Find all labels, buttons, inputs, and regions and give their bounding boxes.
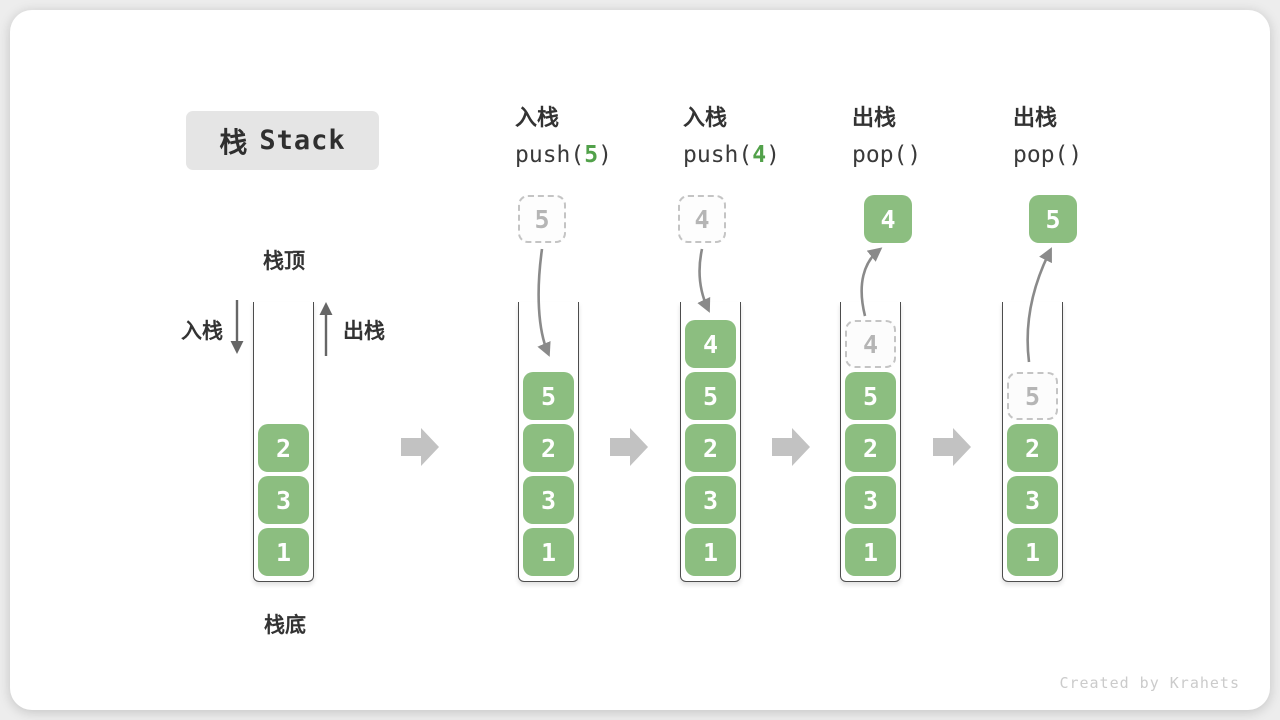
ghost-cell: 5: [1007, 372, 1058, 420]
op-code-arg: 5: [584, 142, 599, 168]
title-cn: 栈: [219, 125, 248, 159]
stack-cell: 3: [1007, 476, 1058, 524]
stack-cell: 2: [523, 424, 574, 472]
op-code-pre: push(: [683, 142, 753, 168]
stack-cell: 1: [258, 528, 309, 576]
stack-top-label: 栈顶: [263, 249, 305, 273]
op-code-post: ): [1068, 142, 1083, 168]
op-action-label: 入栈: [683, 106, 728, 131]
op-code-arg: 4: [752, 142, 767, 168]
stack-cell: 3: [685, 476, 736, 524]
pop-side-label: 出栈: [343, 319, 385, 343]
op-action-label: 入栈: [515, 106, 560, 131]
ghost-cell: 4: [845, 320, 896, 368]
op-code: push(5): [515, 141, 612, 169]
op-code: pop(): [852, 141, 921, 169]
stack-after-pop-4: [840, 302, 901, 582]
stack-cell: 3: [845, 476, 896, 524]
stack-cell: 1: [845, 528, 896, 576]
stack-initial: [253, 302, 314, 582]
op-pop-2: 出栈 pop(): [1013, 106, 1082, 169]
stack-cell: 4: [685, 320, 736, 368]
stack-cell: 2: [258, 424, 309, 472]
incoming-element-box: 5: [518, 195, 566, 243]
op-code-pre: pop(: [852, 142, 908, 168]
op-code-post: ): [766, 142, 780, 168]
op-code: pop(): [1013, 141, 1082, 169]
stack-cell: 2: [685, 424, 736, 472]
stack-cell: 1: [685, 528, 736, 576]
stack-bottom-label: 栈底: [264, 613, 306, 637]
stack-cell: 5: [685, 372, 736, 420]
popped-element-box: 5: [1029, 195, 1077, 243]
op-action-label: 出栈: [852, 106, 897, 131]
incoming-element-box: 4: [678, 195, 726, 243]
stack-cell: 3: [523, 476, 574, 524]
op-code-post: ): [598, 142, 612, 168]
op-push-4: 入栈 push(4): [683, 106, 780, 169]
op-push-5: 入栈 push(5): [515, 106, 612, 169]
op-code: push(4): [683, 141, 780, 169]
stack-cell: 5: [523, 372, 574, 420]
op-code-pre: push(: [515, 142, 585, 168]
stack-after-pop-5: [1002, 302, 1063, 582]
op-code-pre: pop(: [1013, 142, 1069, 168]
stack-cell: 1: [523, 528, 574, 576]
stack-cell: 2: [845, 424, 896, 472]
push-side-label: 入栈: [181, 319, 223, 343]
title-en: Stack: [259, 125, 346, 156]
popped-element-box: 4: [864, 195, 912, 243]
stack-cell: 2: [1007, 424, 1058, 472]
stack-cell: 5: [845, 372, 896, 420]
watermark: Created by Krahets: [1059, 674, 1240, 692]
stack-after-push-4: [680, 302, 741, 582]
stack-cell: 1: [1007, 528, 1058, 576]
title-badge: 栈 Stack: [186, 111, 379, 170]
op-pop-1: 出栈 pop(): [852, 106, 921, 169]
op-code-post: ): [907, 142, 922, 168]
op-action-label: 出栈: [1013, 106, 1058, 131]
stack-after-push-5: [518, 302, 579, 582]
stack-cell: 3: [258, 476, 309, 524]
